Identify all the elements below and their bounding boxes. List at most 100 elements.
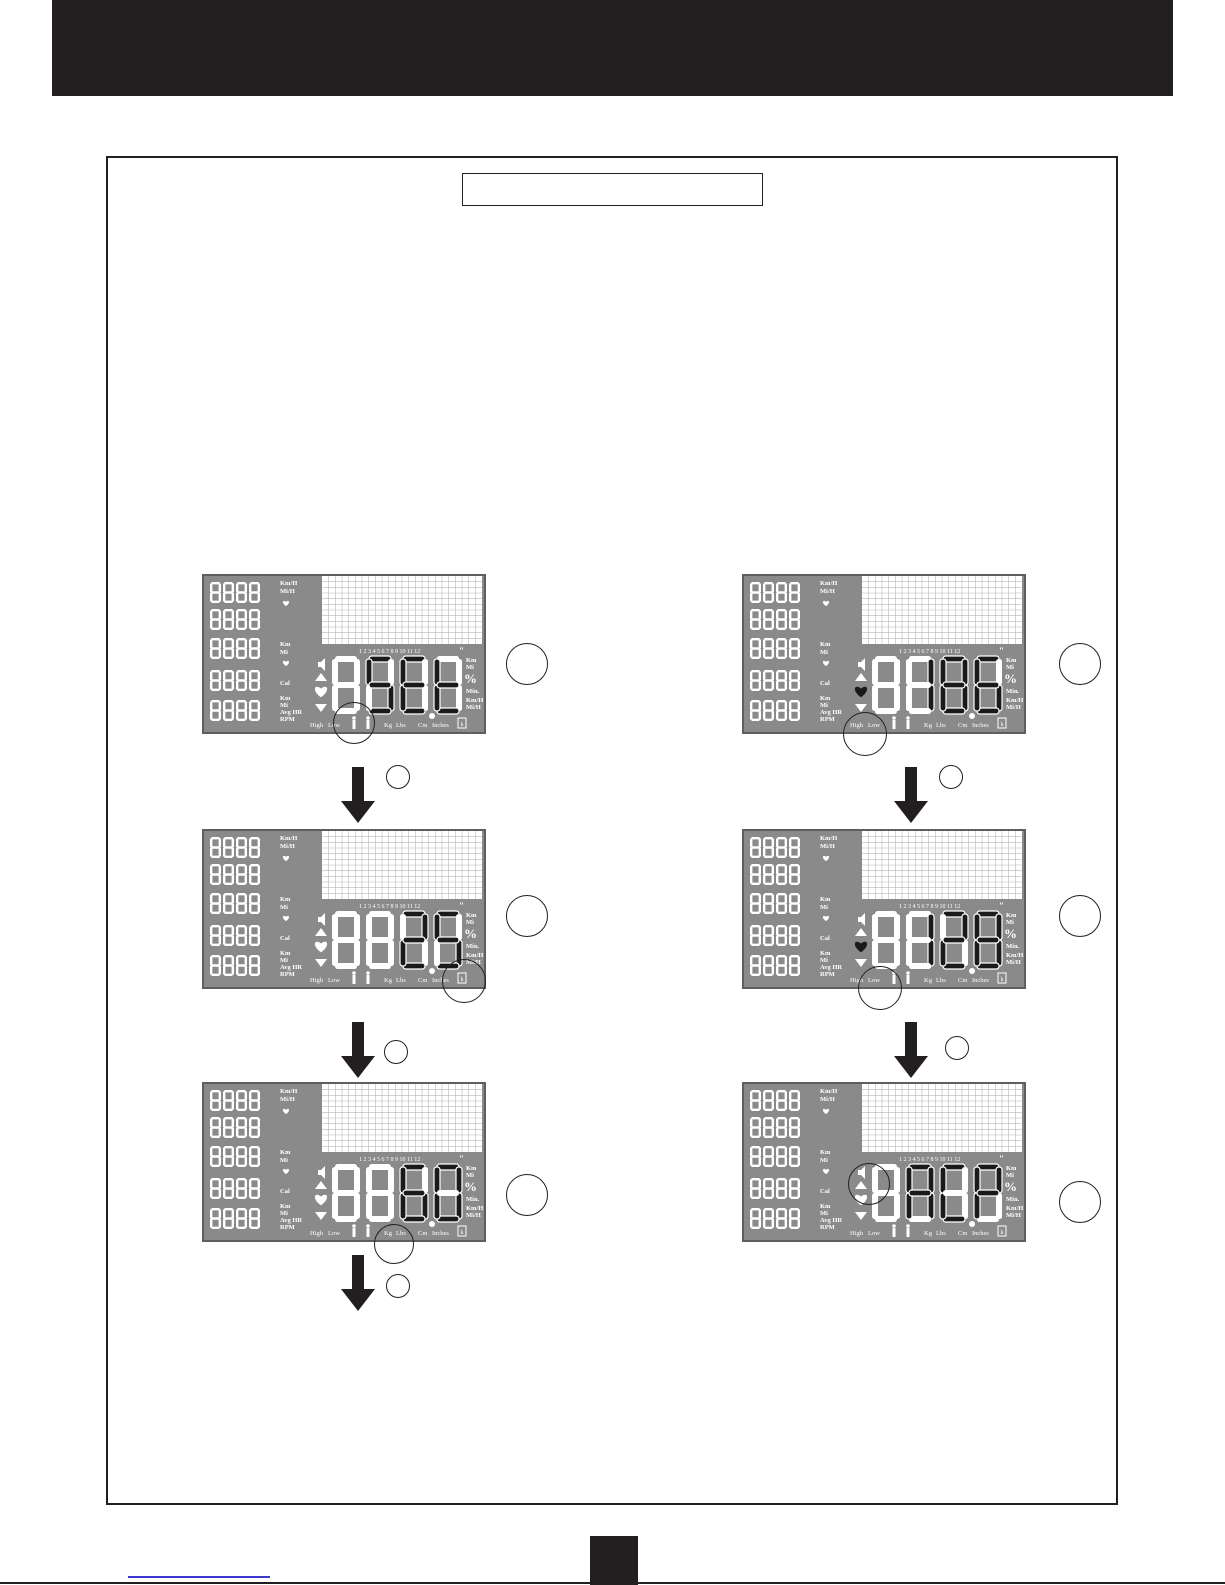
- lcd-digit: [776, 837, 787, 858]
- step-circle-right-1: [1059, 643, 1101, 685]
- lcd-label: Km: [820, 1149, 831, 1156]
- lcd-digit: [776, 893, 787, 914]
- lcd-label: Mi/H: [280, 1096, 295, 1103]
- lcd-digit: [789, 1178, 800, 1199]
- lcd-digit: [210, 1208, 221, 1229]
- lcd-label: 1 2 3 4 5 6 7 8 9 10 11 12: [899, 1157, 960, 1163]
- lcd-label: Km: [1006, 912, 1017, 919]
- lcd-digit: [210, 893, 221, 914]
- lcd-digit: [399, 910, 429, 970]
- lcd-digit: [750, 893, 761, 914]
- lcd-digit: [776, 1090, 787, 1111]
- lcd-label: Low: [328, 1230, 340, 1237]
- lcd-digit: [776, 700, 787, 721]
- lcd-label: Km: [280, 896, 291, 903]
- heart-icon: [822, 1108, 830, 1115]
- lcd-digit: [906, 656, 935, 714]
- decimal-dot: [429, 968, 435, 974]
- lcd-digit: [789, 893, 800, 914]
- lcd-digit: [210, 1178, 221, 1199]
- k-box-icon: k: [997, 1225, 1007, 1237]
- k-box-icon: k: [997, 717, 1007, 729]
- lcd-label: Cm: [958, 1230, 967, 1237]
- lcd-label: Mi: [1006, 664, 1014, 671]
- heart-icon: [314, 1194, 328, 1206]
- lcd-digit: [789, 670, 800, 691]
- lcd-label: Mi/H: [820, 588, 835, 595]
- step-circle-left-2: [506, 895, 548, 937]
- lcd-digit: [776, 609, 787, 630]
- program-grid: [862, 831, 1022, 899]
- lcd-label: Mi: [820, 1157, 828, 1164]
- heart-icon: [314, 686, 328, 698]
- lcd-digit: [750, 670, 761, 691]
- lcd-label: Km: [820, 950, 831, 957]
- lcd-digit: [776, 670, 787, 691]
- heart-icon: [822, 855, 830, 862]
- lcd-label: ": [999, 646, 1004, 656]
- lcd-digit: [750, 864, 761, 885]
- button-circle-2: [384, 1040, 408, 1064]
- lcd-label: Mi/H: [1006, 1212, 1021, 1219]
- lcd-label: Km: [820, 896, 831, 903]
- lcd-label: Mi/H: [466, 704, 481, 711]
- lcd-digit: [763, 837, 774, 858]
- lcd-label: Mi: [1006, 919, 1014, 926]
- lcd-digit: [750, 955, 761, 976]
- lcd-label: Mi: [280, 957, 288, 964]
- down-arrow-icon: [894, 1022, 928, 1078]
- speaker-icon: [318, 1166, 325, 1179]
- lcd-label: Cm: [418, 722, 427, 729]
- lcd-digit: [223, 582, 234, 603]
- lcd-label: High: [310, 1230, 324, 1237]
- lcd-digit: [366, 911, 394, 969]
- lcd-digit: [939, 1163, 968, 1223]
- lcd-label: Kg: [384, 722, 393, 729]
- lcd-digit: [776, 864, 787, 885]
- lcd-digit: [236, 893, 247, 914]
- lcd-digit: [763, 700, 774, 721]
- person-icon: [352, 1224, 356, 1237]
- lcd-digit: [236, 837, 247, 858]
- up-triangle-icon: [315, 928, 327, 936]
- person-icon: [892, 1224, 896, 1237]
- lcd-label: Mi/H: [280, 588, 295, 595]
- lcd-digit: [776, 1146, 787, 1167]
- lcd-digit: [210, 609, 221, 630]
- lcd-digit: [750, 925, 761, 946]
- lcd-digit: [789, 955, 800, 976]
- down-arrow-icon: [341, 1022, 375, 1078]
- lcd-label: Km: [1006, 1165, 1017, 1172]
- program-grid: [322, 831, 482, 899]
- lcd-digit: [223, 1146, 234, 1167]
- lcd-label: Lbs: [396, 977, 406, 984]
- lcd-label: Km/H: [820, 835, 837, 842]
- lcd-digit: [789, 609, 800, 630]
- lcd-digit: [789, 1208, 800, 1229]
- lcd-label: Mi: [820, 1210, 828, 1217]
- lcd-label: Mi: [280, 1157, 288, 1164]
- lcd-digit: [789, 638, 800, 659]
- speaker-icon: [858, 913, 865, 926]
- k-box-icon: k: [457, 1225, 467, 1237]
- lcd-label: Mi/H: [1006, 959, 1021, 966]
- person-icon: [906, 971, 910, 984]
- lcd-digit: [249, 1146, 260, 1167]
- lcd-label: ": [459, 646, 464, 656]
- lcd-digit: [236, 1090, 247, 1111]
- lcd-digit: [789, 925, 800, 946]
- lcd-label: Km: [466, 657, 477, 664]
- button-circle-1: [386, 765, 410, 789]
- lcd-label: Kg: [384, 977, 393, 984]
- heart-icon: [282, 855, 290, 862]
- speaker-icon: [318, 658, 325, 671]
- heart-icon: [822, 915, 830, 922]
- lcd-digit: [236, 1117, 247, 1138]
- lcd-digit: [249, 1117, 260, 1138]
- decimal-dot: [429, 713, 435, 719]
- lcd-digit: [223, 925, 234, 946]
- footer-link[interactable]: [128, 1576, 270, 1578]
